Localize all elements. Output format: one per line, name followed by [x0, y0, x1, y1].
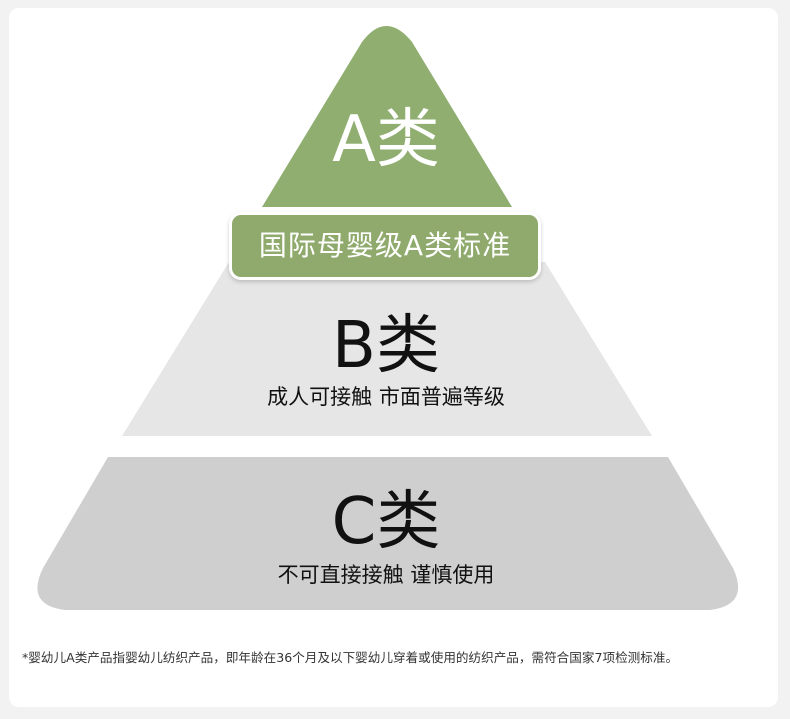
standard-badge-text: 国际母婴级A类标准 [258, 229, 512, 262]
tier-b-title: B类 [332, 309, 440, 383]
tier-c-description: 不可直接接触 谨慎使用 [277, 563, 495, 587]
footnote: *婴幼儿A类产品指婴幼儿纺织产品，即年龄在36个月及以下婴幼儿穿着或使用的纺织产… [22, 650, 679, 665]
tier-c-title: C类 [331, 485, 441, 559]
tier-b-shape [122, 262, 652, 436]
standard-badge: 国际母婴级A类标准 [229, 212, 541, 280]
tier-a-shape [262, 26, 512, 207]
tier-a-title: A类 [332, 103, 440, 177]
tier-c-shape [37, 457, 739, 610]
tier-b-description: 成人可接触 市面普遍等级 [267, 385, 505, 409]
